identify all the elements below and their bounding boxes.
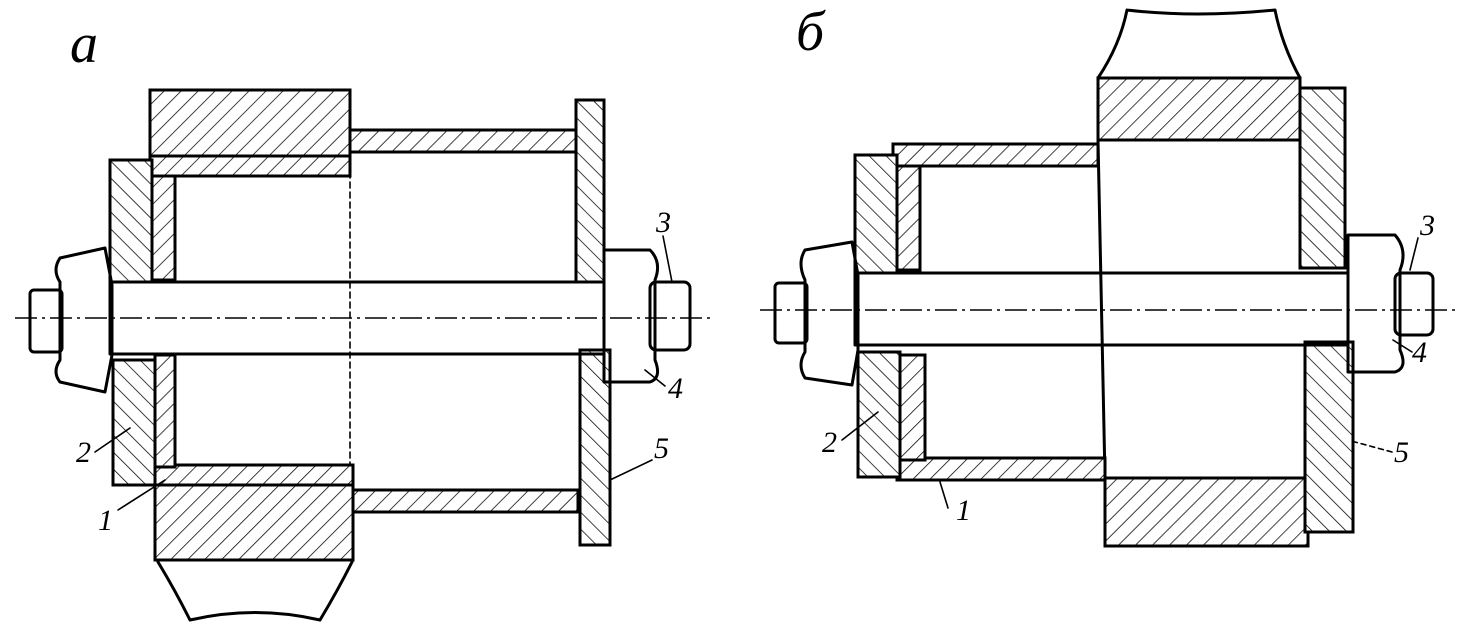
sleeve-wall-upper [148,174,177,282]
nut-b [1346,233,1405,374]
leader-5-a [609,459,653,481]
tube-upper-wall [348,128,578,154]
callout-3-b: 3 [1419,209,1435,242]
bolt-thread-end-b [1393,271,1435,337]
callout-5-b: 5 [1394,436,1409,469]
leader-3-a [662,235,673,283]
sleeve-upper [148,154,352,178]
callout-1-b: 1 [956,494,971,527]
panel-b: б 1 2 3 [760,1,1460,548]
plate-b-5-lower [1303,340,1355,534]
callout-4-b: 4 [1412,336,1427,369]
sleeve-b-lower [895,456,1107,482]
plate-b-5-upper [1298,86,1347,270]
callout-3-a: 3 [655,206,671,239]
upper-shaft-profile [1096,8,1302,80]
leader-2-a [94,427,131,453]
bolt-head-left [54,246,114,394]
washer-b-2-lower [856,350,902,479]
panel-a-label: а [70,13,98,75]
lower-flange-block [153,476,355,562]
sleeve-lower [153,463,355,487]
tube-lower-wall [351,488,580,514]
washer-b-2-upper [853,153,899,275]
sleeve-wall-lower [153,353,177,469]
panel-b-label: б [796,1,826,63]
callout-2-a: 2 [76,436,91,469]
leader-1-a [117,479,166,511]
nut-a [602,248,660,384]
leader-2-b [841,411,879,441]
washer-2-upper [108,158,154,284]
bolt-tip-left [28,288,64,354]
sleeve-b-wall-upper [893,164,922,272]
lower-hub-block [1103,476,1310,548]
leader-1-b [939,481,949,509]
callout-1-a: 1 [98,504,113,537]
lower-shaft-profile [156,560,354,622]
callout-4-a: 4 [668,372,683,405]
leader-4-b [1392,339,1413,353]
leader-3-b [1409,237,1419,271]
upper-hub-block [1096,76,1302,142]
bolt-head-b-left [799,240,860,387]
washer-2-lower [111,358,157,487]
plate-5-upper [574,98,606,284]
hub-inner-line [1096,138,1107,480]
bolt-thread-end-a [648,280,692,352]
callout-5-a: 5 [654,432,669,465]
upper-flange-block [148,88,352,160]
bolt-tip-b-left [773,281,809,345]
sleeve-b-wall-lower [898,353,927,462]
sleeve-b-upper [891,142,1100,168]
panel-a: а 1 2 [15,13,715,622]
leader-4-a [644,369,666,387]
callout-2-b: 2 [822,426,837,459]
leader-5-b [1354,441,1393,453]
